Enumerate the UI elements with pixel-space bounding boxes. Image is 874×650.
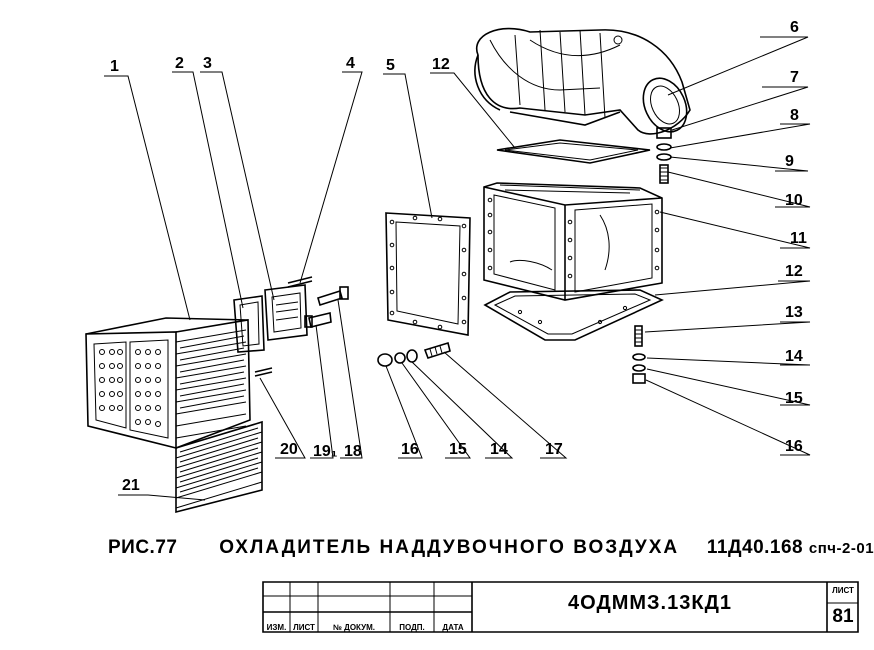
callout-numbers: 1 2 3 4 5 12 6 7 8 9 10 11 12 13 14 15 1… bbox=[110, 19, 807, 494]
sheet-number: 81 bbox=[832, 606, 854, 627]
inspection-cover bbox=[264, 284, 308, 341]
cooler-housing bbox=[483, 182, 663, 301]
callout-15-right: 15 bbox=[785, 390, 803, 407]
stamp-col-date: ДАТА bbox=[442, 623, 464, 632]
callout-11: 11 bbox=[790, 230, 807, 247]
cover-gasket bbox=[233, 295, 265, 353]
callout-12-lower: 12 bbox=[785, 263, 803, 280]
core-tube-holes bbox=[99, 349, 161, 427]
sheet-label: ЛИСТ bbox=[832, 586, 854, 595]
callout-9: 9 bbox=[785, 153, 794, 170]
callout-21: 21 bbox=[122, 477, 140, 494]
callout-20: 20 bbox=[280, 441, 298, 458]
upper-gasket bbox=[496, 139, 651, 164]
stud-nut-set-lower bbox=[632, 325, 646, 384]
document-number: 4ОДММЗ.13КД1 bbox=[568, 592, 732, 614]
callout-16-right: 16 bbox=[785, 438, 803, 455]
callout-14-right: 14 bbox=[785, 348, 803, 365]
stamp-col-sign: ПОДП. bbox=[399, 623, 425, 632]
callout-5: 5 bbox=[386, 57, 395, 74]
intake-elbow-part bbox=[474, 27, 691, 135]
stamp-col-list: ЛИСТ bbox=[293, 623, 315, 632]
callout-10: 10 bbox=[785, 192, 803, 209]
cooler-core bbox=[85, 317, 251, 450]
callout-13: 13 bbox=[785, 304, 803, 321]
figure-code: 11Д40.168 bbox=[706, 537, 804, 558]
figure-title: ОХЛАДИТЕЛЬ НАДДУВОЧНОГО ВОЗДУХА bbox=[219, 537, 680, 558]
callout-17: 17 bbox=[545, 441, 563, 458]
leader-lines bbox=[104, 36, 811, 501]
callout-7: 7 bbox=[790, 69, 799, 86]
bolts bbox=[254, 276, 349, 377]
callout-12-upper: 12 bbox=[432, 56, 450, 73]
callout-19-1: 19₁ bbox=[313, 443, 338, 460]
figure-label: РИС.77 bbox=[108, 537, 178, 558]
stamp-col-doc: № ДОКУМ. bbox=[332, 623, 375, 632]
callout-15-mid: 15 bbox=[449, 441, 467, 458]
callout-4: 4 bbox=[346, 55, 355, 72]
stud-nut-set-middle bbox=[377, 341, 451, 367]
callout-1: 1 bbox=[110, 58, 119, 75]
callout-14-mid: 14 bbox=[490, 441, 508, 458]
core-fins bbox=[175, 329, 247, 439]
figure-caption: РИС.77 ОХЛАДИТЕЛЬ НАДДУВОЧНОГО ВОЗДУХА 1… bbox=[108, 537, 874, 559]
callout-2: 2 bbox=[175, 55, 184, 72]
lower-gasket bbox=[483, 289, 664, 341]
stud-nut-set-upper bbox=[656, 127, 672, 184]
flange-gasket-plate bbox=[385, 212, 471, 336]
title-block: ИЗМ. ЛИСТ № ДОКУМ. ПОДП. ДАТА 4ОДММЗ.13К… bbox=[263, 582, 858, 632]
stamp-col-izm: ИЗМ. bbox=[266, 623, 287, 632]
callout-6: 6 bbox=[790, 19, 799, 36]
callout-16-mid: 16 bbox=[401, 441, 419, 458]
callout-3: 3 bbox=[203, 55, 212, 72]
callout-8: 8 bbox=[790, 107, 799, 124]
figure-code-suffix: спч-2-01 bbox=[808, 540, 874, 557]
baffle-plates bbox=[175, 420, 263, 514]
callout-18: 18 bbox=[344, 443, 362, 460]
title-block-frame bbox=[262, 581, 859, 633]
